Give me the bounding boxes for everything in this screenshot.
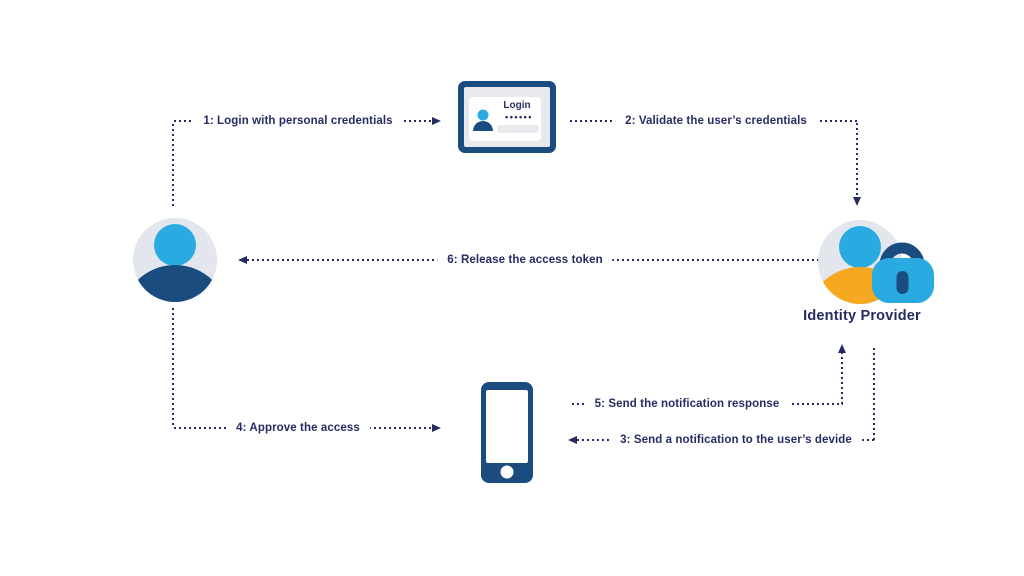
flow-4-arrow-right-icon: [432, 423, 441, 432]
flow-6-label: 6: Release the access token: [437, 253, 613, 267]
flow-2-arrow-down-icon: [852, 197, 861, 206]
login-mini-avatar-icon: [473, 109, 493, 131]
user-avatar-icon: [133, 218, 217, 302]
flow-5-label: 5: Send the notification response: [584, 397, 790, 411]
flow-2-label: 2: Validate the user’s credentials: [615, 114, 817, 128]
login-password-mask: ••••••: [505, 112, 533, 122]
lock-icon: [872, 242, 934, 303]
login-screen-title: Login: [503, 100, 531, 111]
flow-4-vertical-line: [172, 308, 174, 427]
flow-6-arrow-left-icon: [238, 255, 247, 264]
flow-5-arrow-up-icon: [837, 344, 846, 353]
flow-4-label: 4: Approve the access: [226, 421, 370, 435]
login-screen-icon: [457, 80, 557, 154]
flow-1-arrow-right-icon: [432, 116, 441, 125]
flow-1-label: 1: Login with personal credentials: [193, 114, 403, 128]
identity-provider-icon: [815, 215, 945, 325]
flow-5-vertical-line: [841, 352, 843, 404]
flow-3-label: 3: Send a notification to the user’s dev…: [610, 433, 862, 447]
flow-1-vertical-line: [172, 124, 174, 208]
phone-icon: [480, 381, 534, 484]
flow-2-vertical-line: [856, 123, 858, 197]
identity-provider-label: Identity Provider: [803, 308, 921, 324]
flow-3-vertical-line: [873, 348, 875, 440]
flow-3-arrow-left-icon: [568, 435, 577, 444]
